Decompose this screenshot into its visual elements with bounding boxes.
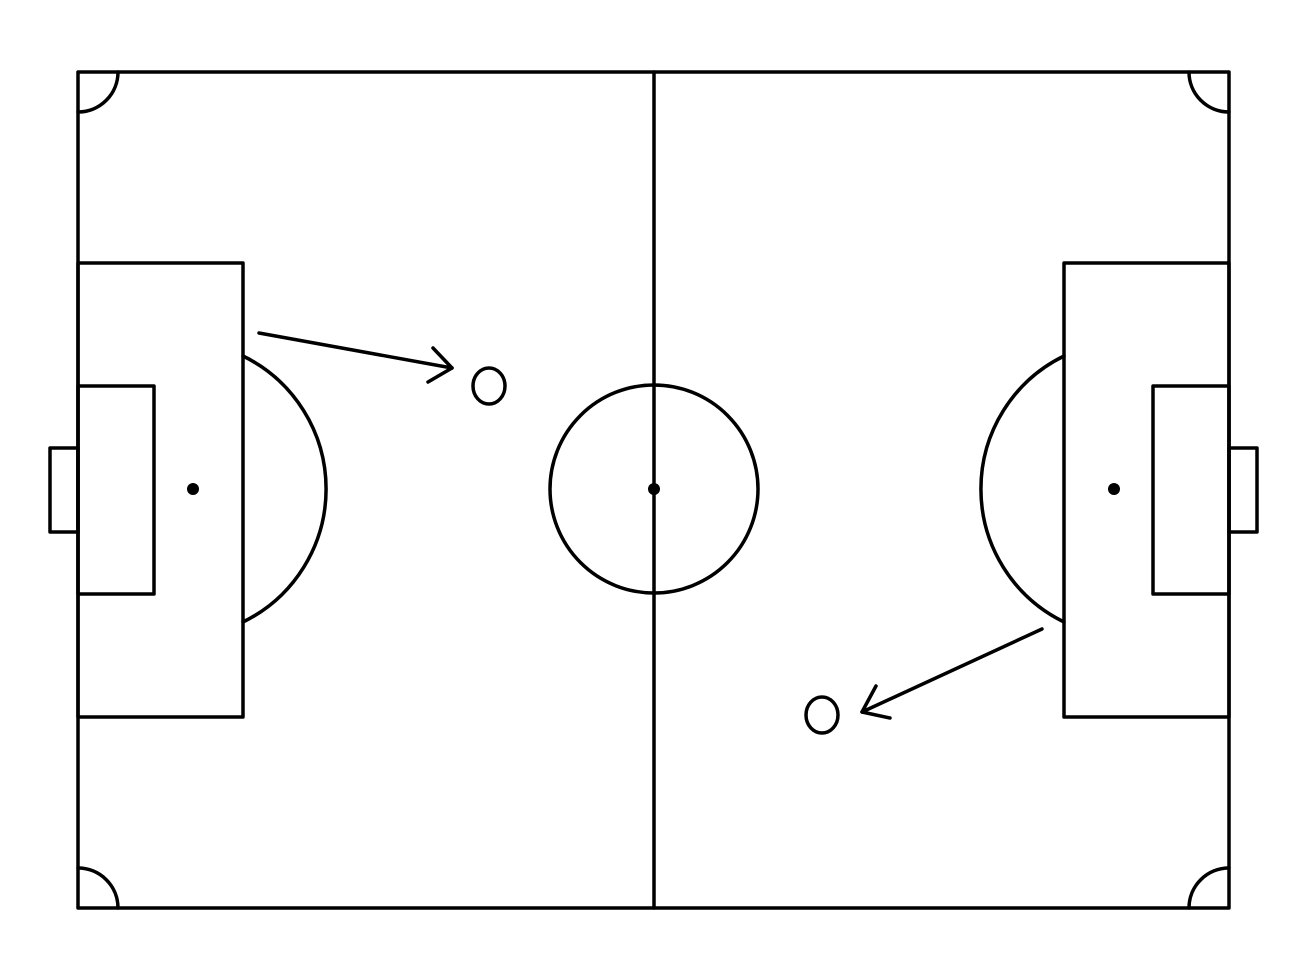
left-goal bbox=[48, 446, 80, 534]
arrow-shaft bbox=[860, 627, 1044, 714]
left-penalty-spot bbox=[187, 483, 199, 495]
center-circle bbox=[548, 383, 760, 595]
arrow-head bbox=[860, 684, 892, 720]
pass-arrow-left bbox=[257, 331, 454, 384]
corner-arc-bottom-left bbox=[76, 866, 120, 910]
right-goal bbox=[1227, 446, 1259, 534]
corner-arc-top-right bbox=[1187, 70, 1231, 114]
arrow-head bbox=[426, 346, 454, 384]
center-spot bbox=[648, 483, 660, 495]
left-penalty-box bbox=[76, 261, 245, 719]
corner-arc-bottom-right bbox=[1187, 866, 1231, 910]
left-goal-area bbox=[76, 384, 156, 596]
corner-arc-top-left bbox=[76, 70, 120, 114]
player-marker-left bbox=[471, 366, 507, 406]
right-penalty-box bbox=[1062, 261, 1231, 719]
pass-arrow-right bbox=[860, 627, 1044, 720]
right-penalty-arc bbox=[979, 354, 1066, 624]
arrow-shaft bbox=[257, 331, 454, 370]
right-penalty-spot bbox=[1108, 483, 1120, 495]
right-goal-area bbox=[1151, 384, 1231, 596]
left-penalty-arc bbox=[241, 354, 328, 624]
player-marker-right bbox=[804, 695, 840, 735]
